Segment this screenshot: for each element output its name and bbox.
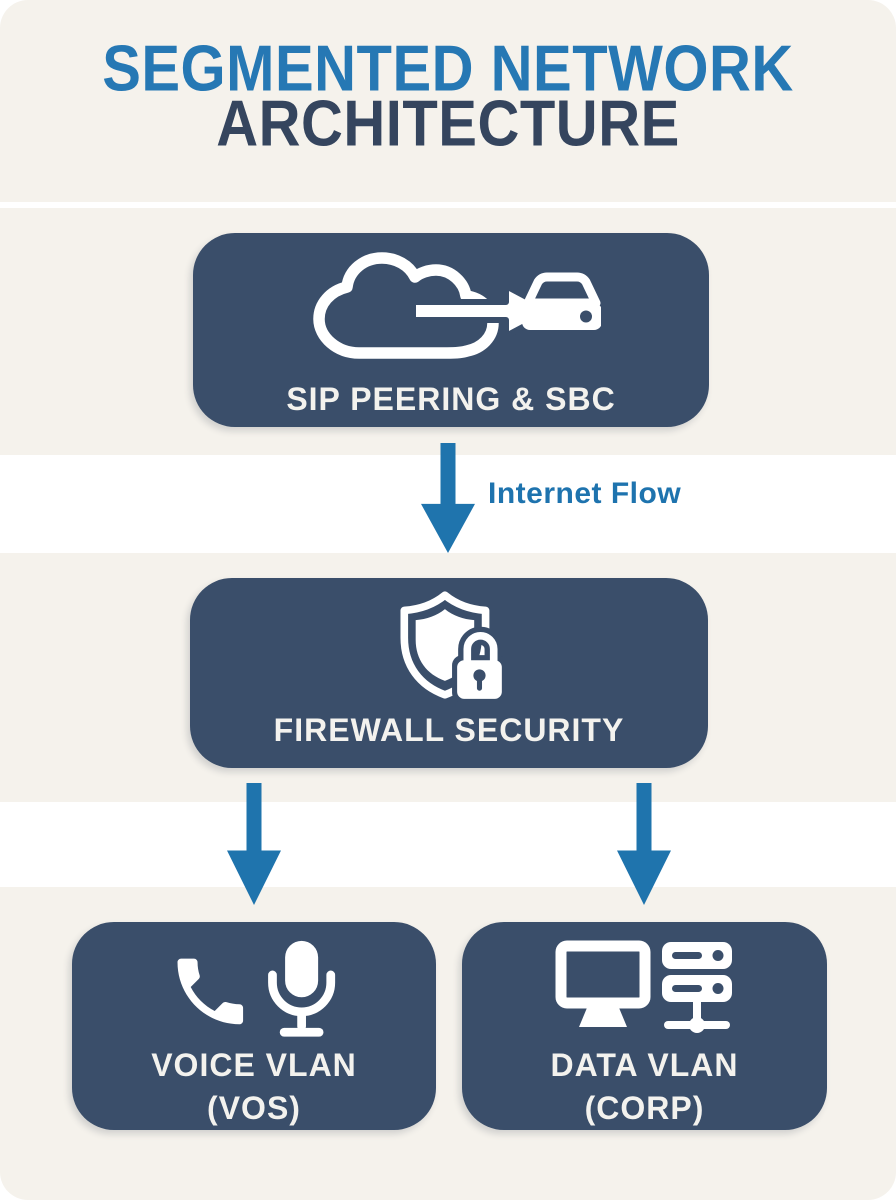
arrow-down-internet <box>421 443 475 553</box>
arrow-down-data <box>617 783 671 905</box>
node-label-line2: (CORP) <box>584 1090 705 1126</box>
node-label: FIREWALL SECURITY <box>273 712 625 748</box>
background-stripe-thin <box>0 202 896 208</box>
arrow-down-voice <box>227 783 281 905</box>
desktop-monitor-icon <box>555 940 651 1027</box>
title-line1: SEGMENTED NETWORK <box>102 32 794 106</box>
voice-icons <box>177 940 335 1037</box>
data-icons <box>555 940 732 1033</box>
node-label-line2: (VOS) <box>207 1090 301 1126</box>
phone-handset-icon <box>177 958 243 1025</box>
node-voice-vlan: VOICE VLAN (VOS) <box>72 922 436 1130</box>
node-data-vlan: DATA VLAN (CORP) <box>462 922 827 1130</box>
node-label: VOICE VLAN (VOS) <box>151 1044 357 1130</box>
node-label: SIP PEERING & SBC <box>286 381 616 417</box>
page-title: SEGMENTED NETWORK ARCHITECTURE <box>0 32 896 156</box>
node-firewall-security: FIREWALL SECURITY <box>190 578 708 768</box>
node-label-line1: DATA VLAN <box>550 1047 739 1083</box>
cloud-to-sbc-icon <box>313 252 601 359</box>
shield-lock-icon <box>400 591 507 703</box>
node-label-line1: VOICE VLAN <box>151 1047 357 1083</box>
microphone-icon <box>267 940 335 1037</box>
node-label: DATA VLAN (CORP) <box>551 1044 739 1130</box>
server-stack-icon <box>662 942 732 1033</box>
internet-flow-label: Internet Flow <box>488 477 682 510</box>
title-line2: ARCHITECTURE <box>216 87 680 161</box>
node-sip-peering-sbc: SIP PEERING & SBC <box>193 233 709 427</box>
background-band-vlan <box>0 802 896 887</box>
